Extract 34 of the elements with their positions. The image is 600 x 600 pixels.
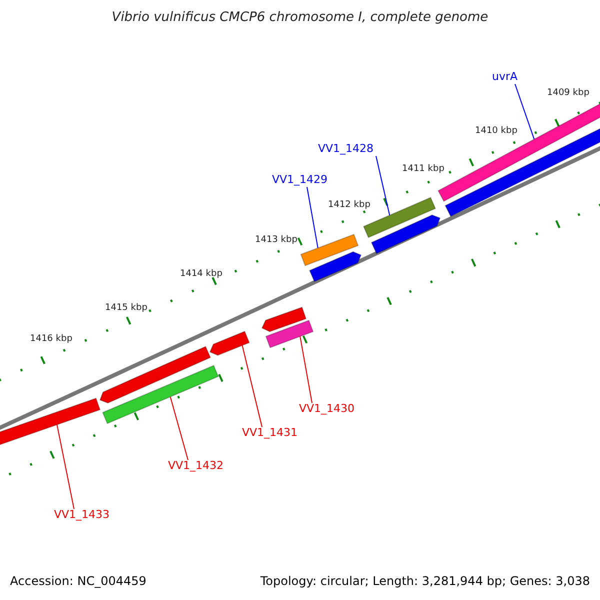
leader-line — [376, 156, 390, 216]
gene-label: VV1_1433 — [54, 508, 110, 521]
accession-text: Accession: NC_004459 — [10, 574, 146, 588]
scale-label: 1410 kbp — [475, 126, 518, 136]
scale-label: 1411 kbp — [402, 164, 444, 174]
gene-bar — [102, 364, 219, 424]
gene-bar — [0, 398, 101, 446]
scale-label: 1412 kbp — [328, 200, 370, 210]
gene-bar — [370, 214, 441, 254]
leader-line — [306, 186, 318, 248]
genome-summary: Topology: circular; Length: 3,281,944 bp; Genes: 3,038 — [260, 574, 590, 588]
leader-line — [514, 84, 535, 140]
gene-bar — [308, 251, 362, 282]
gene-bar — [265, 320, 314, 348]
gene-label: VV1_1432 — [168, 459, 224, 472]
scale-label: 1416 kbp — [30, 334, 72, 344]
scale-label: 1413 kbp — [255, 235, 298, 245]
leader-line — [300, 336, 312, 404]
scale-label: 1414 kbp — [180, 269, 222, 279]
gene-label: uvrA — [492, 70, 518, 83]
leader-line — [56, 424, 74, 510]
gene-label: VV1_1430 — [299, 402, 355, 415]
diagram-title: Vibrio vulnificus CMCP6 chromosome I, complete genome — [110, 10, 490, 25]
leader-line — [170, 396, 188, 460]
gene-bar — [261, 306, 307, 332]
gene-label: VV1_1428 — [318, 142, 374, 155]
gene-bar — [99, 346, 212, 404]
gene-label: VV1_1429 — [272, 173, 328, 186]
leader-line — [242, 344, 262, 428]
gene-bar — [209, 330, 250, 356]
gene-bar — [300, 234, 359, 266]
gene-label: VV1_1431 — [242, 426, 298, 439]
gene-bar — [444, 126, 600, 218]
scale-label: 1415 kbp — [105, 303, 148, 313]
